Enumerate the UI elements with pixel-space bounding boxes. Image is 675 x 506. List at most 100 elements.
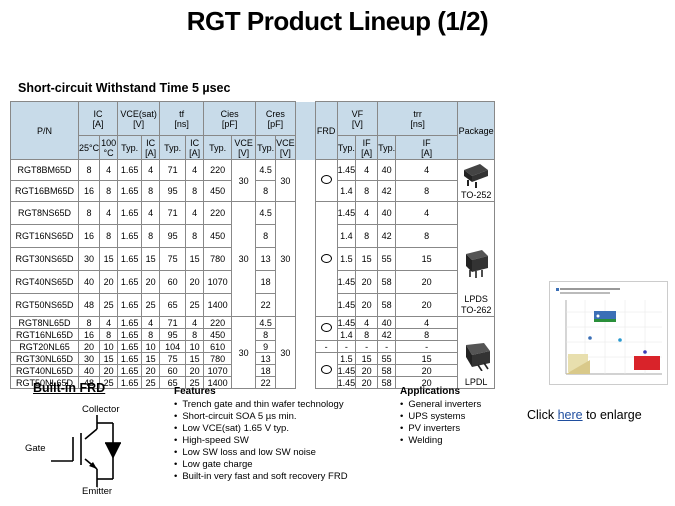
cies-typ: 220 bbox=[203, 201, 233, 225]
header-trr: trr[ns] bbox=[377, 101, 459, 136]
frd-indicator bbox=[314, 352, 338, 389]
part-number: RGT16NL65D bbox=[10, 328, 79, 341]
vce-ic: 4 bbox=[141, 159, 161, 181]
vf-if: 20 bbox=[355, 270, 379, 294]
tf-typ: 60 bbox=[159, 270, 187, 294]
header-cies-typ: Typ. bbox=[203, 135, 233, 160]
cies-typ: 610 bbox=[203, 340, 233, 353]
trr-typ: 40 bbox=[377, 159, 397, 181]
vce-typ: 1.65 bbox=[117, 270, 143, 294]
header-cres-vce: VCE[V] bbox=[275, 135, 296, 160]
application-item: PV inverters bbox=[400, 423, 481, 435]
ic-25c: 30 bbox=[77, 352, 101, 365]
part-number: RGT8BM65D bbox=[10, 159, 79, 181]
collector-label: Collector bbox=[82, 404, 120, 415]
header-ic100: 100°C bbox=[99, 135, 119, 160]
tf-ic: 8 bbox=[185, 224, 205, 248]
tf-ic: 8 bbox=[185, 328, 205, 341]
cies-vce: 30 bbox=[231, 159, 257, 202]
gap-cell bbox=[294, 201, 316, 225]
frd-indicator: - bbox=[314, 340, 338, 353]
gap-cell bbox=[294, 101, 316, 160]
part-number: RGT40NL65D bbox=[10, 364, 79, 377]
emitter-label: Emitter bbox=[82, 486, 113, 497]
cies-typ: 1400 bbox=[203, 293, 233, 317]
cies-typ: 1070 bbox=[203, 270, 233, 294]
vf-typ: 1.45 bbox=[336, 364, 357, 377]
header-trr-typ: Typ. bbox=[377, 135, 397, 160]
header-frd: FRD bbox=[314, 101, 338, 160]
part-number: RGT50NS65D bbox=[10, 293, 79, 317]
enlarge-link[interactable]: here bbox=[557, 408, 583, 422]
vce-ic: 15 bbox=[141, 352, 161, 365]
ic-25c: 48 bbox=[77, 376, 101, 389]
header-tf-ic: IC[A] bbox=[185, 135, 205, 160]
gap-cell bbox=[294, 316, 316, 329]
vce-typ: 1.65 bbox=[117, 376, 143, 389]
cres-typ: 18 bbox=[255, 364, 277, 377]
cres-vce: 30 bbox=[275, 201, 296, 317]
gap-cell bbox=[294, 340, 316, 353]
gap-cell bbox=[294, 247, 316, 271]
product-table-container: P/N IC[A] VCE(sat)[V] tf[ns] Cies[pF] Cr… bbox=[10, 101, 496, 389]
vf-if: 8 bbox=[355, 328, 379, 341]
feature-item: Short-circuit SOA 5 µs min. bbox=[174, 411, 348, 423]
tradeoff-chart-thumbnail[interactable] bbox=[549, 281, 668, 385]
tf-typ: 71 bbox=[159, 159, 187, 181]
header-vce: VCE(sat)[V] bbox=[117, 101, 161, 136]
vce-typ: 1.65 bbox=[117, 224, 143, 248]
ic-100c: 8 bbox=[99, 180, 119, 202]
tf-ic: 20 bbox=[185, 364, 205, 377]
tf-typ: 75 bbox=[159, 247, 187, 271]
vf-if: 15 bbox=[355, 352, 379, 365]
ic-100c: 4 bbox=[99, 201, 119, 225]
cies-typ: 220 bbox=[203, 159, 233, 181]
cres-typ: 4.5 bbox=[255, 316, 277, 329]
feature-item: Low VCE(sat) 1.65 V typ. bbox=[174, 423, 348, 435]
header-vf: VF[V] bbox=[336, 101, 379, 136]
vf-typ: 1.45 bbox=[336, 159, 357, 181]
lpds-package-icon bbox=[466, 250, 489, 278]
tf-ic: 15 bbox=[185, 352, 205, 365]
tf-typ: 75 bbox=[159, 352, 187, 365]
vce-ic: 4 bbox=[141, 316, 161, 329]
ic-100c: 15 bbox=[99, 247, 119, 271]
vf-if: 4 bbox=[355, 159, 379, 181]
part-number: RGT16NS65D bbox=[10, 224, 79, 248]
cres-typ: 8 bbox=[255, 224, 277, 248]
trr-typ: - bbox=[377, 340, 397, 353]
header-pn: P/N bbox=[10, 101, 79, 160]
trr-if: 4 bbox=[395, 316, 459, 329]
ic-25c: 16 bbox=[77, 328, 101, 341]
gate-label: Gate bbox=[25, 443, 46, 454]
gap-cell bbox=[294, 352, 316, 365]
tf-ic: 8 bbox=[185, 180, 205, 202]
vf-typ: 1.4 bbox=[336, 224, 357, 248]
vce-ic: 25 bbox=[141, 293, 161, 317]
tf-typ: 104 bbox=[159, 340, 187, 353]
trr-typ: 58 bbox=[377, 364, 397, 377]
tf-typ: 71 bbox=[159, 316, 187, 329]
cies-typ: 450 bbox=[203, 328, 233, 341]
gap-cell bbox=[294, 224, 316, 248]
cies-vce: 30 bbox=[231, 201, 257, 317]
part-number: RGT16BM65D bbox=[10, 180, 79, 202]
vce-ic: 15 bbox=[141, 247, 161, 271]
trr-if: 20 bbox=[395, 293, 459, 317]
vf-typ: 1.45 bbox=[336, 293, 357, 317]
gap-cell bbox=[294, 180, 316, 202]
trr-typ: 40 bbox=[377, 316, 397, 329]
tf-ic: 4 bbox=[185, 201, 205, 225]
header-vf-if: IF[A] bbox=[355, 135, 379, 160]
to252-package-icon bbox=[464, 164, 489, 188]
vce-ic: 20 bbox=[141, 364, 161, 377]
vf-if: - bbox=[355, 340, 379, 353]
package-cell: TO-252 bbox=[457, 159, 496, 202]
frd-indicator bbox=[314, 316, 338, 341]
cies-typ: 1070 bbox=[203, 364, 233, 377]
ic-100c: 15 bbox=[99, 352, 119, 365]
trr-if: 20 bbox=[395, 376, 459, 389]
